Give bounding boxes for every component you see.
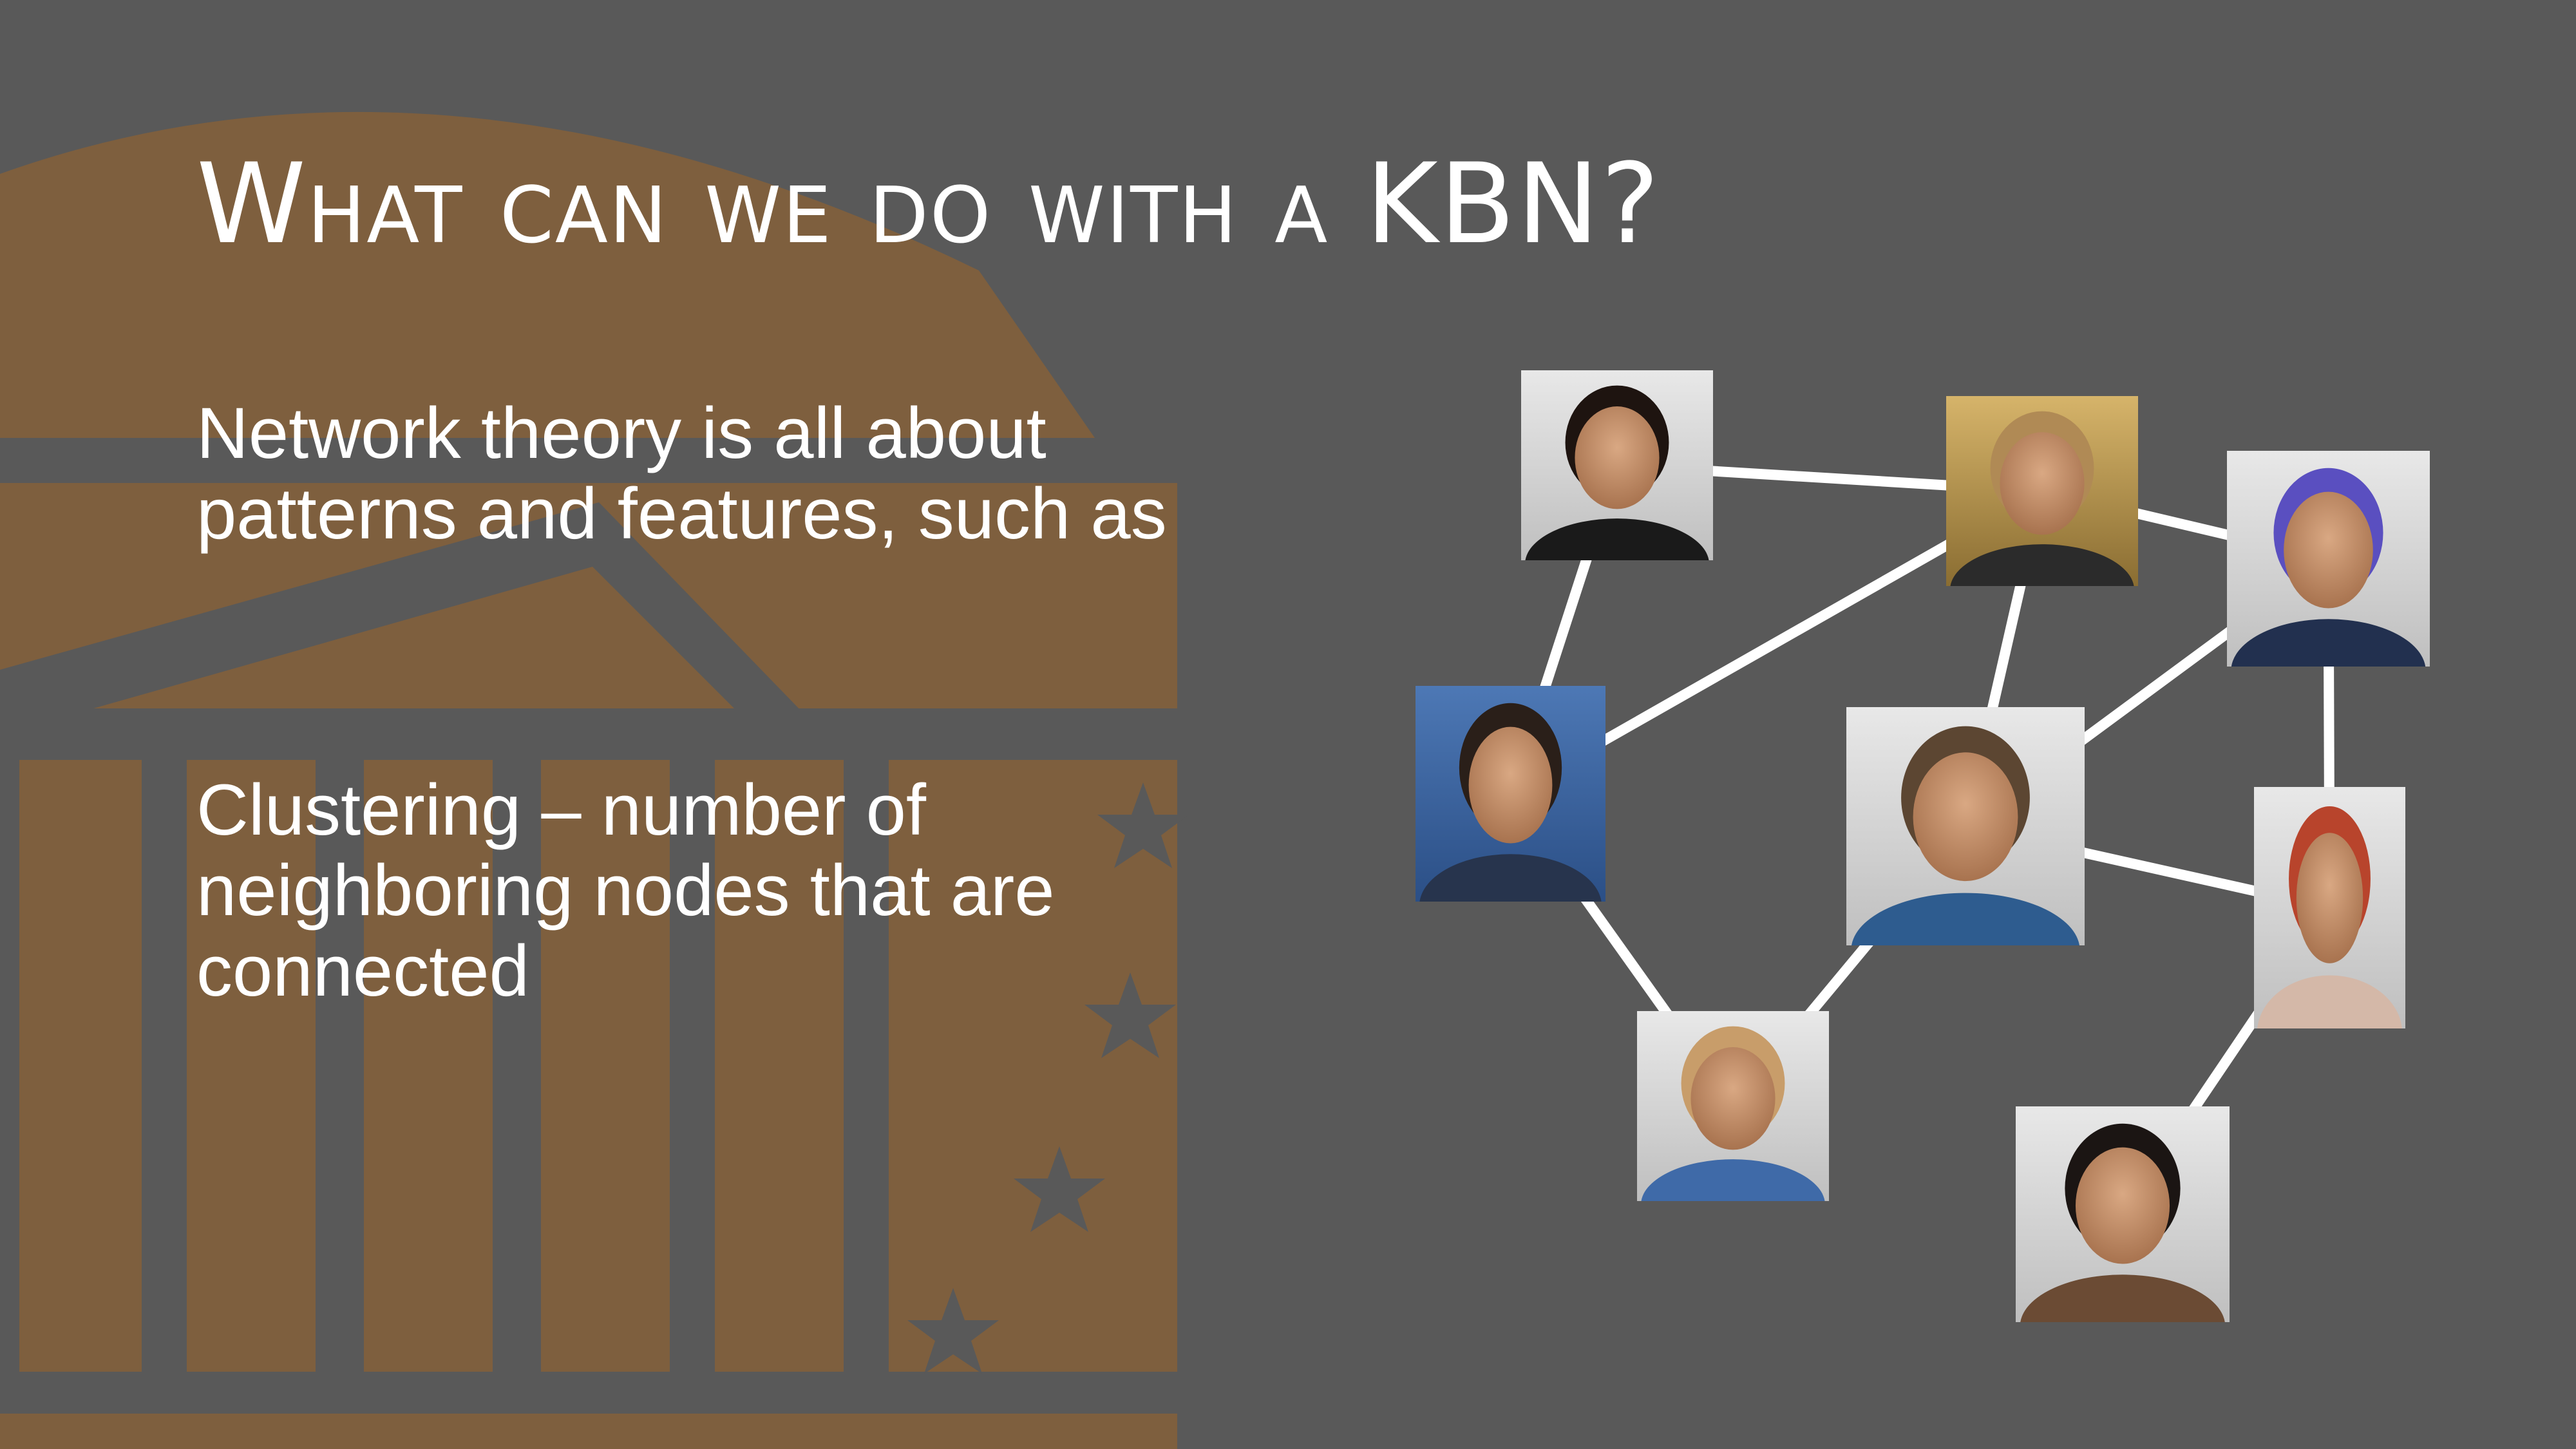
star-icon [907,1288,999,1374]
portrait-shoulders [1419,854,1602,902]
portrait-shoulders [1641,1159,1825,1201]
portrait-shoulders [2020,1274,2225,1322]
column [19,760,142,1372]
network-node-n5 [1846,707,2085,945]
portrait-shoulders [1852,893,2079,945]
node-layer [1416,370,2430,1322]
column [364,760,493,1372]
portrait-face [2296,833,2363,963]
pediment-outline [0,502,805,715]
cornice-gap [0,708,1177,760]
star-icon [1014,1146,1105,1232]
star-icon [1084,972,1176,1058]
network-node-n6 [2254,787,2405,1028]
network-node-n1 [1521,370,1713,560]
base-band [0,1414,1177,1449]
column [187,760,316,1372]
network-node-n4 [1416,686,1605,902]
slide-title: What can we do with a KBN? [196,139,1661,269]
dome-gap [0,438,1177,483]
star-icon [1097,782,1189,868]
column [715,760,844,1372]
bullet-network-theory: Network theory is all about patterns and… [196,393,1167,554]
dome-shape [0,111,1095,438]
portrait-shoulders [2231,619,2426,667]
network-node-n7 [1637,1011,1829,1201]
portrait-shoulders [2257,975,2402,1028]
portrait-face [2075,1147,2170,1264]
network-node-n3 [2227,451,2430,667]
network-node-n2 [1946,396,2138,586]
bullet-clustering: Clustering – number of neighboring nodes… [196,770,1055,1011]
network-node-n8 [2016,1106,2230,1322]
column [541,760,670,1372]
portrait-shoulders [1950,544,2134,586]
portrait-face [1575,406,1660,509]
portrait-shoulders [1525,518,1709,560]
portrait-face [1913,752,2018,882]
portrait-face [1690,1047,1776,1150]
portrait-face [1468,726,1553,844]
column [889,760,1177,1372]
portrait-face [2284,491,2373,609]
portrait-face [2000,432,2085,535]
